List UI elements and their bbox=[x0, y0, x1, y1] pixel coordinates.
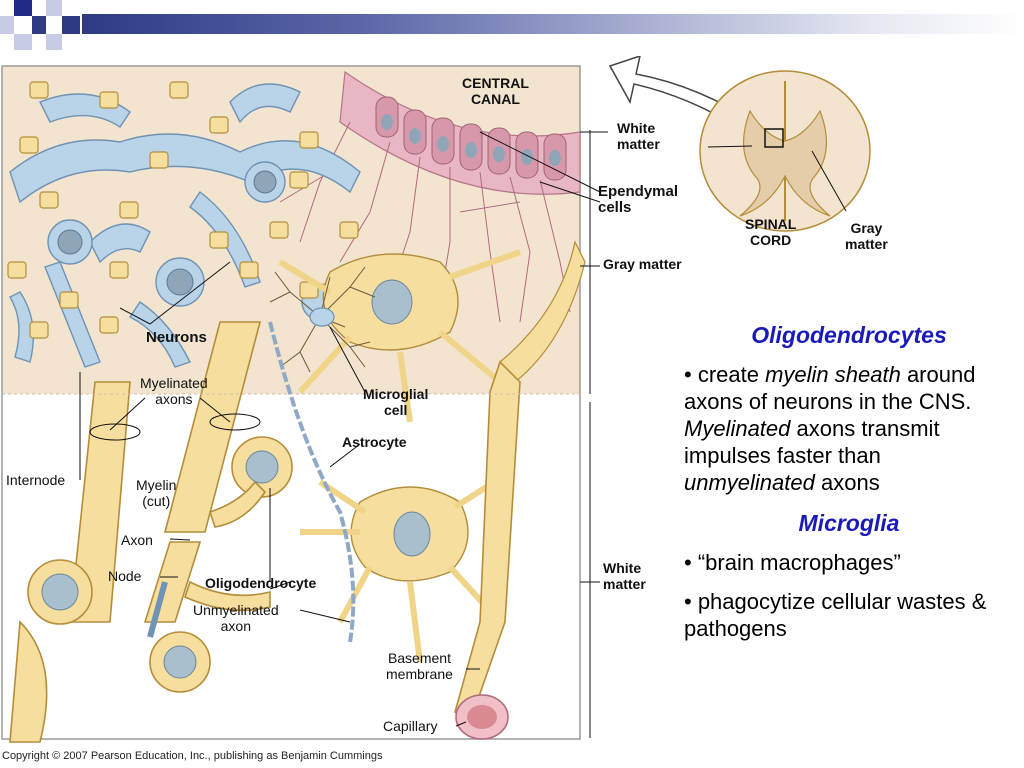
rich-seg: Myelinated bbox=[684, 416, 791, 441]
microglia-bullet: • “brain macrophages” bbox=[684, 550, 901, 575]
rich-seg: around axons of neurons in the CNS. bbox=[684, 362, 976, 414]
oligodendrocytes-bullet: • create myelin sheath around axons of n… bbox=[684, 361, 1014, 496]
rich-seg: myelin sheath bbox=[765, 362, 901, 387]
oligodendrocyte-label: Oligodendrocyte bbox=[205, 575, 317, 591]
neuroglia-illustration bbox=[1, 65, 608, 743]
gray-matter-side-label: Gray matter bbox=[603, 256, 682, 272]
myelin-cut-label: Myelin(cut) bbox=[136, 477, 177, 509]
capillary bbox=[454, 240, 586, 740]
rich-seg: axons transmit impulses faster than bbox=[684, 416, 940, 468]
rich-seg: • create bbox=[684, 362, 766, 387]
corner-squares-decoration bbox=[0, 0, 80, 50]
ependymal-layer bbox=[279, 70, 581, 323]
microglia-heading: Microglia bbox=[798, 510, 900, 536]
synaptic-knobs bbox=[7, 81, 359, 339]
astrocyte-label: Astrocyte bbox=[342, 434, 407, 450]
copyright-notice: Copyright © 2007 Pearson Education, Inc.… bbox=[2, 750, 383, 762]
node-label: Node bbox=[108, 568, 142, 584]
axon-label: Axon bbox=[121, 532, 153, 548]
exposed-axon-segment bbox=[147, 581, 168, 638]
rich-seg: axons bbox=[814, 470, 880, 495]
unmyelinated-axon-path bbox=[268, 321, 356, 643]
oligodendrocytes-heading: Oligodendrocytes bbox=[751, 322, 947, 348]
internode-label: Internode bbox=[6, 472, 66, 488]
capillary-label: Capillary bbox=[383, 718, 438, 734]
gray-matter-region bbox=[2, 66, 580, 394]
neurons-label: Neurons bbox=[146, 329, 207, 346]
header-gradient-bar bbox=[82, 14, 1024, 34]
microglial-cell bbox=[269, 266, 376, 373]
text-panel: Oligodendrocytes • create myelin sheath … bbox=[684, 322, 1014, 654]
rich-seg: unmyelinated bbox=[684, 470, 815, 495]
microglia-bullet: • phagocytize cellular wastes & pathogen… bbox=[684, 589, 987, 641]
spinal-cord-inset bbox=[608, 56, 871, 232]
